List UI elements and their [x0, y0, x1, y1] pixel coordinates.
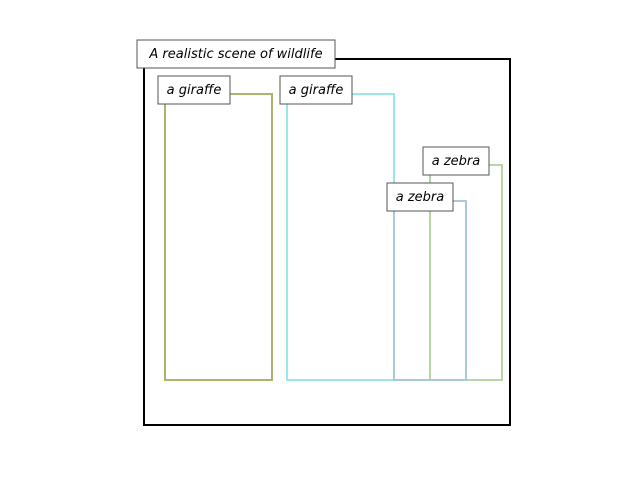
scene-caption-tag: A realistic scene of wildlife	[136, 39, 336, 69]
label-box-zebra-1	[422, 146, 490, 176]
scene-caption-box	[136, 39, 336, 69]
label-zebra-1: a zebra	[422, 146, 490, 176]
bbox-giraffe-1	[164, 93, 273, 381]
label-zebra-2: a zebra	[386, 182, 454, 212]
label-box-giraffe-2	[279, 75, 353, 105]
scene-frame	[143, 58, 511, 426]
label-giraffe-1: a giraffe	[157, 75, 231, 105]
scene-caption: A realistic scene of wildlife	[148, 47, 322, 62]
label-box-zebra-2	[386, 182, 454, 212]
label-text-giraffe-1: a giraffe	[167, 83, 222, 98]
bbox-giraffe-2	[286, 93, 395, 381]
label-text-zebra-2: a zebra	[396, 190, 445, 205]
label-text-zebra-1: a zebra	[432, 154, 481, 169]
label-text-giraffe-2: a giraffe	[289, 83, 344, 98]
label-giraffe-2: a giraffe	[279, 75, 353, 105]
label-box-giraffe-1	[157, 75, 231, 105]
